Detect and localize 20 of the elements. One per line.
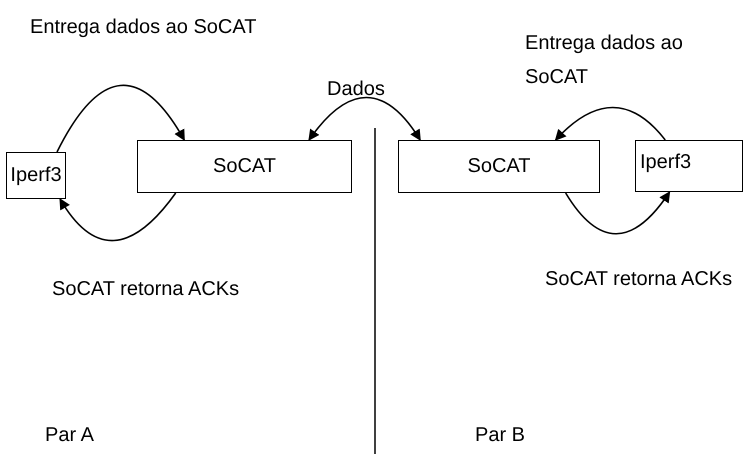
curved-arrow bbox=[565, 191, 670, 234]
box-label: Iperf3 bbox=[640, 151, 692, 174]
edge-label: SoCAT retorna ACKs bbox=[52, 277, 240, 302]
edge-label: Entrega dados ao SoCAT bbox=[525, 31, 684, 90]
edge-label: Entrega dados ao SoCAT bbox=[30, 15, 258, 40]
process-box bbox=[137, 140, 352, 193]
process-box bbox=[6, 152, 66, 199]
box-label: SoCAT bbox=[468, 155, 530, 178]
curved-arrow bbox=[554, 106, 666, 141]
process-box bbox=[398, 140, 600, 193]
group-label: Par A bbox=[45, 423, 94, 448]
edge-label: SoCAT retorna ACKs bbox=[545, 267, 734, 292]
box-label: SoCAT bbox=[213, 155, 276, 178]
curved-arrow bbox=[59, 192, 176, 242]
edge-label: Dados bbox=[327, 77, 386, 102]
group-label: Par B bbox=[475, 423, 526, 448]
curved-arrow bbox=[308, 96, 421, 141]
box-label: Iperf3 bbox=[10, 164, 62, 187]
curved-arrow bbox=[56, 84, 185, 152]
process-box bbox=[635, 140, 743, 192]
